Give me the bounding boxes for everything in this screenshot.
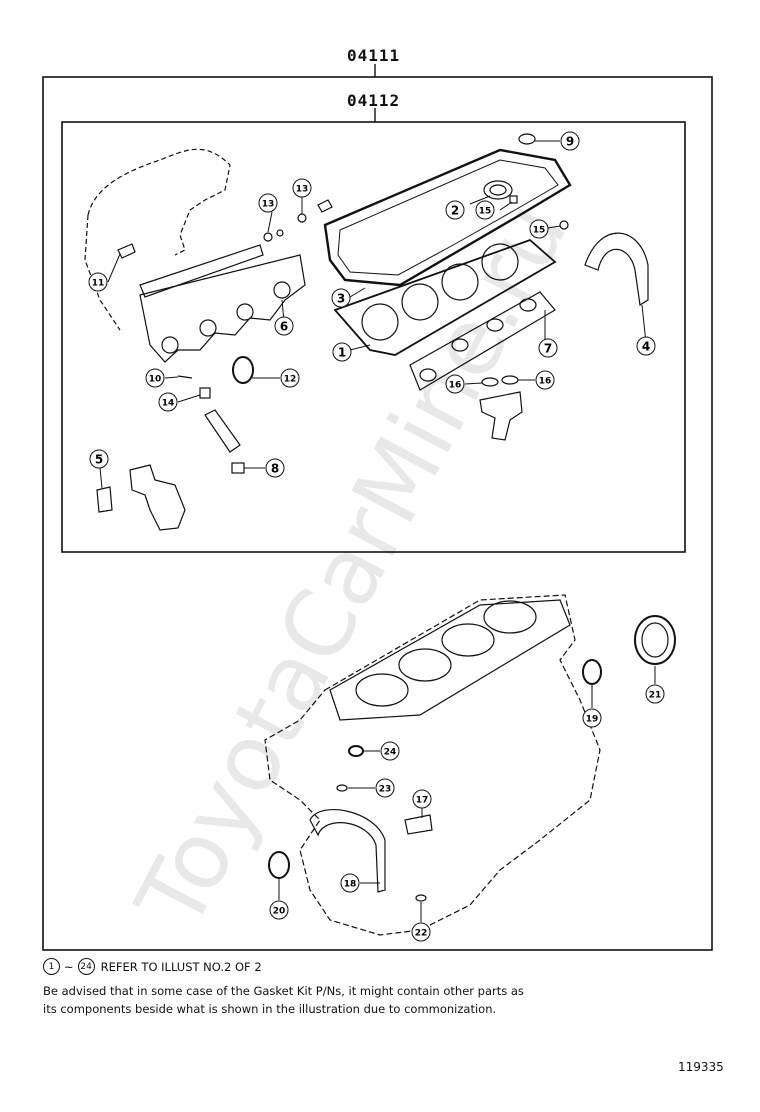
callout-2[interactable]: 2 bbox=[445, 200, 465, 220]
callout-13a[interactable]: 13 bbox=[258, 193, 278, 213]
lower-parts-drawings bbox=[264, 594, 676, 936]
callout-8[interactable]: 8 bbox=[265, 458, 285, 478]
svg-text:20: 20 bbox=[273, 907, 286, 917]
svg-text:13: 13 bbox=[296, 185, 309, 195]
advisory-line-2: its components beside what is shown in t… bbox=[43, 1002, 497, 1016]
callout-9[interactable]: 9 bbox=[560, 131, 580, 151]
svg-text:14: 14 bbox=[162, 399, 175, 409]
callout-16a[interactable]: 16 bbox=[445, 374, 465, 394]
svg-text:1: 1 bbox=[338, 346, 346, 360]
svg-text:15: 15 bbox=[479, 207, 492, 217]
callout-15a[interactable]: 15 bbox=[475, 200, 495, 220]
svg-text:16: 16 bbox=[539, 377, 552, 387]
svg-text:22: 22 bbox=[415, 929, 428, 939]
callout-17[interactable]: 17 bbox=[412, 789, 432, 809]
callout-20[interactable]: 20 bbox=[269, 900, 289, 920]
svg-text:7: 7 bbox=[544, 342, 552, 356]
inner-kit-code: 04112 bbox=[347, 91, 401, 110]
callout-3[interactable]: 3 bbox=[331, 288, 351, 308]
outer-kit-frame bbox=[42, 76, 713, 951]
outer-kit-code: 04111 bbox=[347, 46, 401, 65]
callout-7[interactable]: 7 bbox=[538, 338, 558, 358]
svg-text:10: 10 bbox=[149, 375, 162, 385]
svg-text:23: 23 bbox=[379, 785, 392, 795]
svg-text:19: 19 bbox=[586, 715, 599, 725]
callout-12[interactable]: 12 bbox=[280, 368, 300, 388]
svg-text:21: 21 bbox=[649, 691, 662, 701]
svg-text:8: 8 bbox=[271, 462, 279, 476]
svg-text:12: 12 bbox=[284, 375, 297, 385]
svg-text:11: 11 bbox=[92, 279, 105, 289]
reference-note: 1 ~ 24 REFER TO ILLUST NO.2 OF 2 bbox=[43, 958, 262, 975]
svg-text:6: 6 bbox=[280, 320, 288, 334]
callout-10[interactable]: 10 bbox=[145, 368, 165, 388]
ref-text: REFER TO ILLUST NO.2 OF 2 bbox=[100, 959, 262, 974]
callouts: 1 2 3 4 5 6 7 8 9 10 11 12 13 13 14 15 1… bbox=[88, 131, 665, 942]
callout-19[interactable]: 19 bbox=[582, 708, 602, 728]
ref-tilde: ~ bbox=[64, 959, 74, 974]
callout-1[interactable]: 1 bbox=[332, 342, 352, 362]
svg-text:15: 15 bbox=[533, 226, 546, 236]
callout-13b[interactable]: 13 bbox=[292, 178, 312, 198]
svg-text:2: 2 bbox=[451, 204, 459, 218]
svg-text:18: 18 bbox=[344, 880, 357, 890]
svg-text:3: 3 bbox=[337, 292, 345, 306]
callout-5[interactable]: 5 bbox=[89, 449, 109, 469]
callout-6[interactable]: 6 bbox=[274, 316, 294, 336]
callout-18[interactable]: 18 bbox=[340, 873, 360, 893]
callout-23[interactable]: 23 bbox=[375, 778, 395, 798]
upper-parts-drawings bbox=[84, 133, 649, 531]
svg-text:17: 17 bbox=[416, 796, 429, 806]
intake-manifold-outline bbox=[87, 148, 231, 256]
svg-text:24: 24 bbox=[384, 748, 397, 758]
callout-16b[interactable]: 16 bbox=[535, 370, 555, 390]
advisory-line-1: Be advised that in some case of the Gask… bbox=[43, 984, 524, 998]
callout-22[interactable]: 22 bbox=[411, 922, 431, 942]
callout-4[interactable]: 4 bbox=[636, 336, 656, 356]
callout-11[interactable]: 11 bbox=[88, 272, 108, 292]
callout-15b[interactable]: 15 bbox=[529, 219, 549, 239]
inner-kit-frame bbox=[61, 121, 686, 553]
illustration-number: 119335 bbox=[678, 1060, 724, 1074]
ref-to-circle: 24 bbox=[77, 958, 95, 975]
callout-21[interactable]: 21 bbox=[645, 684, 665, 704]
svg-text:4: 4 bbox=[642, 340, 650, 354]
ref-from-circle: 1 bbox=[43, 958, 60, 975]
svg-text:13: 13 bbox=[262, 200, 275, 210]
svg-text:16: 16 bbox=[449, 381, 462, 391]
svg-text:9: 9 bbox=[566, 135, 574, 149]
callout-14[interactable]: 14 bbox=[158, 392, 178, 412]
svg-text:5: 5 bbox=[95, 453, 103, 467]
callout-24[interactable]: 24 bbox=[380, 741, 400, 761]
leader-lines bbox=[99, 140, 656, 922]
